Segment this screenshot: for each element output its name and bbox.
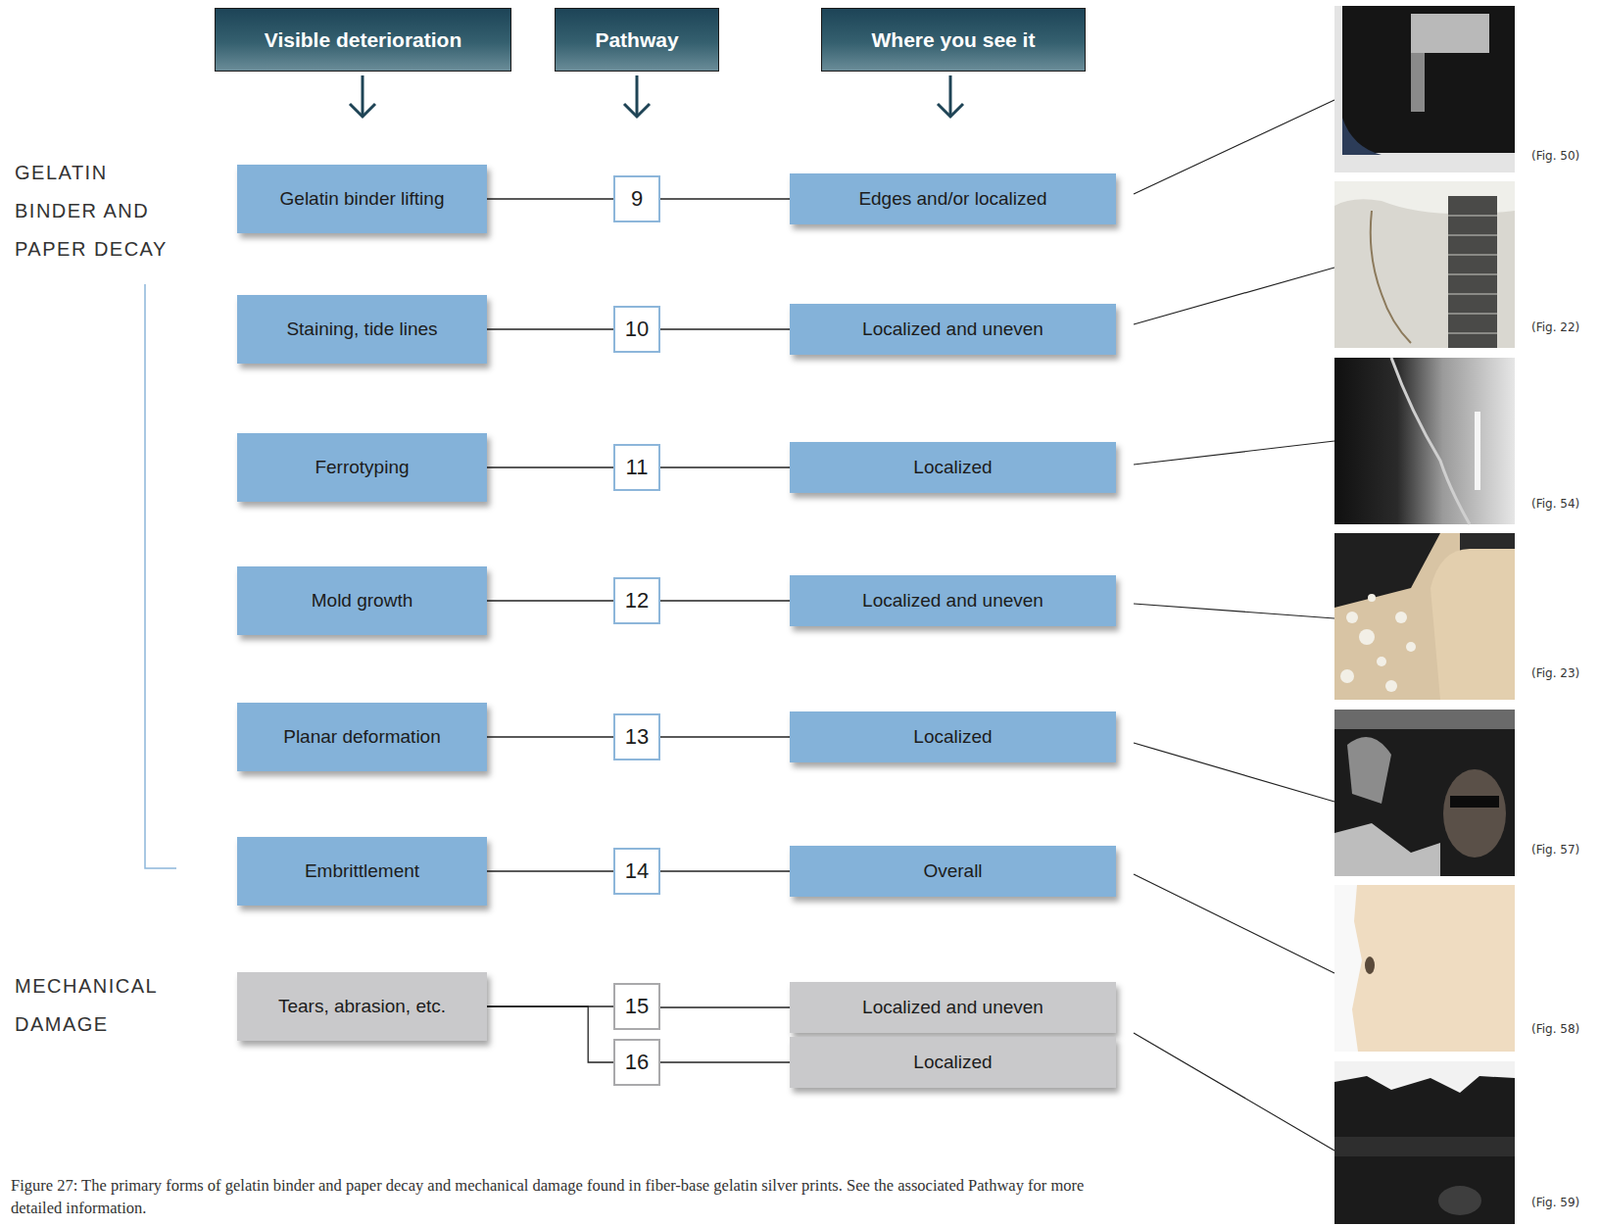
pathway-number: 9 xyxy=(613,175,661,223)
connector-line xyxy=(486,870,614,872)
pathway-number: 11 xyxy=(613,443,661,491)
group-label: MECHANICAL DAMAGE xyxy=(14,967,187,1044)
connector-line xyxy=(486,466,614,468)
deterioration-box: Staining, tide lines xyxy=(237,294,487,364)
figure-reference: (Fig. 59) xyxy=(1531,1195,1580,1210)
connector-line xyxy=(486,735,614,737)
box-text: Where you see it xyxy=(872,28,1036,52)
location-box: Localized and uneven xyxy=(789,303,1116,355)
box-text: Overall xyxy=(922,860,982,882)
box-text: Visible deterioration xyxy=(264,28,463,52)
location-box: Localized and uneven xyxy=(789,981,1116,1033)
deterioration-box: Tears, abrasion, etc. xyxy=(237,971,487,1041)
box-text: 11 xyxy=(626,454,649,481)
deterioration-box: Mold growth xyxy=(237,566,487,635)
connector-line xyxy=(660,1061,790,1063)
figure-reference: (Fig. 58) xyxy=(1531,1021,1580,1036)
location-box: Localized xyxy=(789,441,1116,493)
connector-line xyxy=(660,599,790,601)
connector-line xyxy=(660,735,790,737)
box-text: Tears, abrasion, etc. xyxy=(278,995,446,1018)
connector-line xyxy=(486,328,614,330)
connector-line xyxy=(660,1006,790,1008)
figure-reference: (Fig. 50) xyxy=(1531,148,1580,163)
location-box: Overall xyxy=(789,845,1116,897)
group-bracket xyxy=(145,284,177,869)
box-text: 10 xyxy=(625,316,649,342)
photo-detail xyxy=(1334,533,1515,700)
box-text: Localized and uneven xyxy=(862,996,1044,1019)
figure-reference: (Fig. 22) xyxy=(1531,320,1580,335)
location-box: Localized xyxy=(789,711,1116,763)
figure-caption: Figure 27: The primary forms of gelatin … xyxy=(10,1173,1138,1219)
connector-line xyxy=(486,599,614,601)
box-text: Staining, tide lines xyxy=(286,318,437,340)
leader-line xyxy=(1133,99,1335,1151)
group-label: GELATIN BINDER AND PAPER DECAY xyxy=(14,153,187,269)
figure-reference: (Fig. 57) xyxy=(1531,842,1580,857)
box-text: 15 xyxy=(625,993,649,1019)
box-text: Localized xyxy=(913,456,992,479)
deterioration-box: Gelatin binder lifting xyxy=(237,164,487,234)
pathway-number: 16 xyxy=(613,1038,661,1086)
photo-detail xyxy=(1334,709,1515,876)
photo-detail xyxy=(1334,5,1515,173)
box-text: Ferrotyping xyxy=(314,456,409,479)
column-header: Visible deterioration xyxy=(214,7,512,72)
pathway-number: 13 xyxy=(613,713,661,761)
column-header: Where you see it xyxy=(821,7,1086,72)
pathway-number: 12 xyxy=(613,577,661,625)
box-text: Mold growth xyxy=(311,589,414,612)
figure-reference: (Fig. 54) xyxy=(1531,496,1580,511)
deterioration-box: Embrittlement xyxy=(237,836,487,906)
connector-line xyxy=(660,197,790,199)
header-arrow xyxy=(349,75,964,117)
location-box: Edges and/or localized xyxy=(789,173,1116,225)
deterioration-box: Planar deformation xyxy=(237,702,487,772)
location-box: Localized and uneven xyxy=(789,575,1116,627)
box-text: 14 xyxy=(625,858,649,884)
box-text: Embrittlement xyxy=(304,860,420,882)
box-text: Gelatin binder lifting xyxy=(280,188,445,210)
box-text: 9 xyxy=(630,186,643,212)
pathway-number: 15 xyxy=(613,982,661,1030)
connector-line xyxy=(660,328,790,330)
photo-detail xyxy=(1334,181,1515,348)
box-text: Localized xyxy=(913,726,992,748)
pathway-number: 10 xyxy=(613,305,661,353)
column-header: Pathway xyxy=(554,7,720,72)
box-text: 12 xyxy=(625,587,649,614)
connector-line xyxy=(660,466,790,468)
figure-reference: (Fig. 23) xyxy=(1531,666,1580,680)
photo-detail xyxy=(1334,884,1515,1052)
box-text: Planar deformation xyxy=(283,726,441,748)
photo-detail xyxy=(1334,357,1515,525)
box-text: Localized xyxy=(913,1051,992,1073)
box-text: 13 xyxy=(625,724,649,750)
box-text: Edges and/or localized xyxy=(858,188,1047,210)
connector-line xyxy=(486,197,614,199)
photo-detail xyxy=(1334,1061,1515,1224)
connector-line xyxy=(660,870,790,872)
pathway-number: 14 xyxy=(613,847,661,895)
connector-line xyxy=(486,1006,614,1063)
location-box: Localized xyxy=(789,1036,1116,1088)
box-text: Localized and uneven xyxy=(862,589,1044,612)
box-text: Pathway xyxy=(594,28,679,52)
box-text: Localized and uneven xyxy=(862,318,1044,340)
deterioration-box: Ferrotyping xyxy=(237,433,487,502)
box-text: 16 xyxy=(625,1049,649,1075)
